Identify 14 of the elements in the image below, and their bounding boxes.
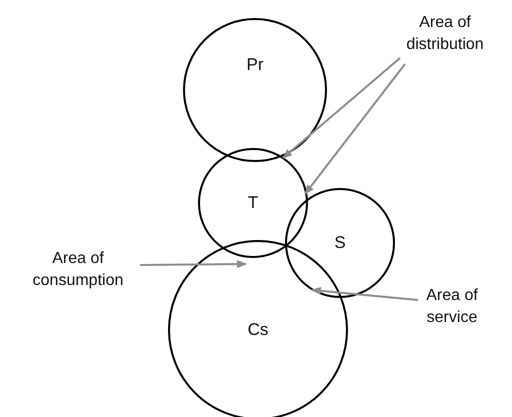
circle — [198, 148, 308, 258]
leader-line — [140, 260, 247, 268]
circle — [183, 18, 327, 162]
circle-label: Pr — [246, 55, 264, 75]
leader-line — [282, 57, 401, 159]
circle-label: S — [334, 233, 346, 253]
area-label: Area of consumption — [18, 248, 138, 292]
area-label: Area of distribution — [385, 12, 505, 56]
leader-line — [304, 63, 406, 195]
area-label: Area of service — [402, 285, 502, 329]
leader-line — [311, 286, 418, 301]
circle-label: T — [248, 193, 258, 213]
circle — [285, 188, 395, 298]
circle-label: Cs — [248, 320, 268, 340]
